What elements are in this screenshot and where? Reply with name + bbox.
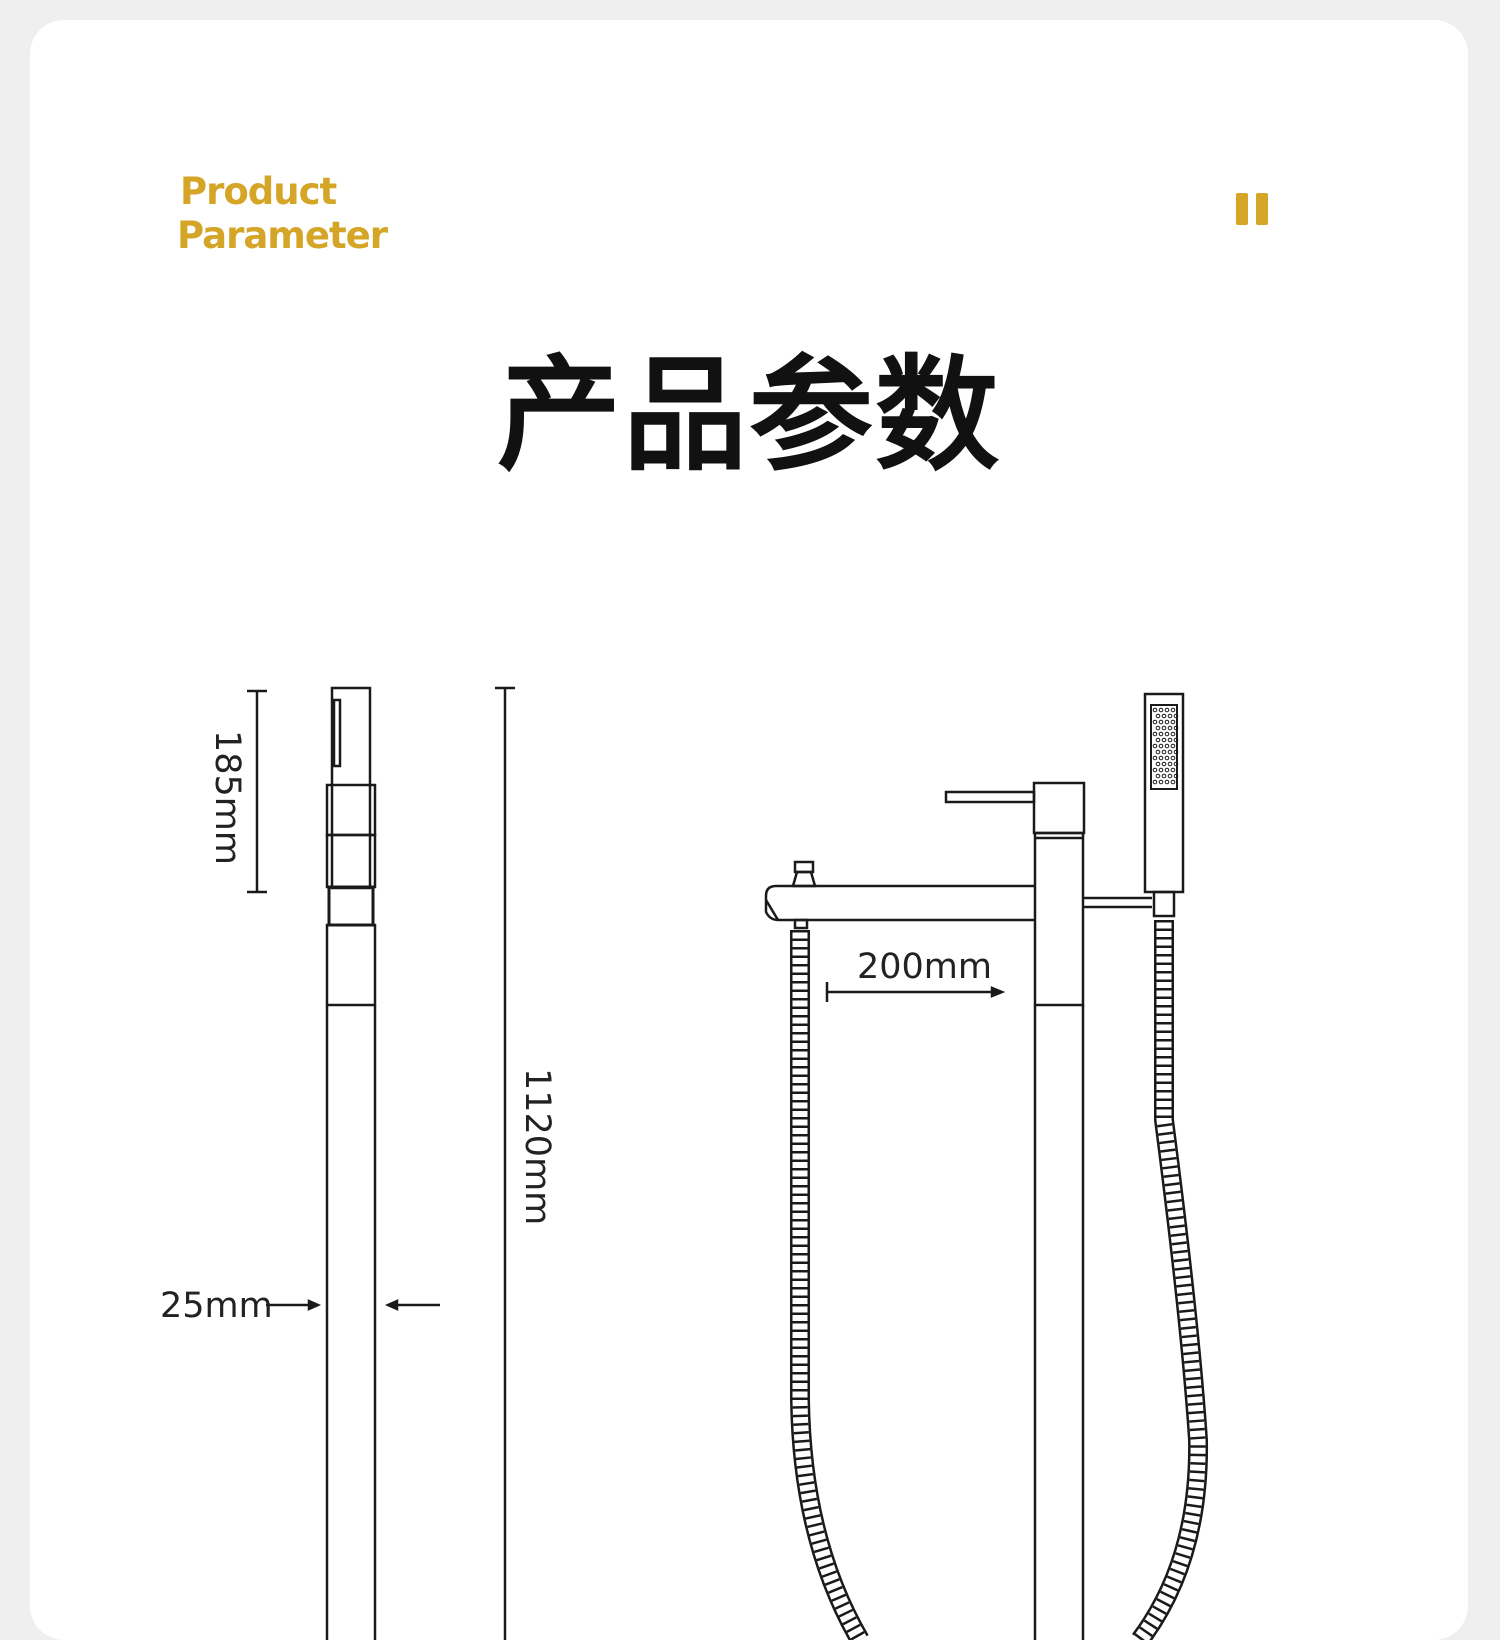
section-heading-english: Product Parameter: [177, 170, 388, 258]
shower-nozzle: [1173, 737, 1179, 743]
shower-nozzle: [1173, 725, 1179, 731]
shower-nozzle: [1170, 755, 1176, 761]
shower-nozzle: [1152, 719, 1158, 725]
shower-nozzle: [1152, 731, 1158, 737]
heading-word-product: Product: [180, 170, 337, 213]
shower-nozzle: [1170, 719, 1176, 725]
shower-nozzle: [1161, 761, 1167, 767]
dimension-pipe-diameter: [266, 1299, 440, 1311]
shower-nozzle: [1158, 719, 1164, 725]
shower-nozzle: [1152, 743, 1158, 749]
shower-nozzle: [1164, 731, 1170, 737]
shower-nozzle: [1158, 755, 1164, 761]
shower-nozzle: [1164, 779, 1170, 785]
shower-nozzle: [1164, 767, 1170, 773]
shower-nozzle: [1161, 725, 1167, 731]
shower-nozzle: [1167, 737, 1173, 743]
dimension-spout-reach: [825, 982, 1006, 1002]
faucet-dimension-drawing: 185mm 1120mm 25mm 200mm: [160, 686, 1209, 1640]
shower-nozzle: [1173, 761, 1179, 767]
column-upper: [1033, 831, 1085, 1007]
side-handle-body: [330, 686, 372, 890]
shower-nozzle: [1155, 737, 1161, 743]
diverter-knob-top: [793, 860, 815, 874]
hose-left-outline: [790, 930, 869, 1640]
shower-nozzle: [1170, 767, 1176, 773]
shower-nozzle: [1155, 761, 1161, 767]
shower-nozzle: [1152, 779, 1158, 785]
dimension-handle-height: [247, 689, 267, 894]
shower-nozzle: [1158, 743, 1164, 749]
shower-nozzle: [1170, 743, 1176, 749]
shower-nozzle: [1155, 713, 1161, 719]
pause-bar-left: [1236, 193, 1248, 225]
side-collar-base: [327, 885, 375, 927]
hand-shower-face: [1150, 704, 1178, 790]
shower-nozzle: [1155, 773, 1161, 779]
content-card: Product Parameter 产品参数: [30, 20, 1468, 1640]
shower-nozzle: [1173, 713, 1179, 719]
shower-nozzle: [1158, 767, 1164, 773]
pause-icon: [1236, 193, 1270, 225]
side-view: [325, 686, 377, 1640]
shower-nozzle: [1158, 707, 1164, 713]
shower-nozzle: [1158, 779, 1164, 785]
shower-nozzle: [1161, 737, 1167, 743]
shower-nozzle: [1173, 773, 1179, 779]
shower-nozzle-grid: [1152, 707, 1179, 785]
shower-nozzle: [1161, 749, 1167, 755]
section-heading-chinese: 产品参数: [496, 344, 1001, 488]
lever-head: [1032, 781, 1086, 835]
shower-nozzle: [1170, 731, 1176, 737]
shower-nozzle: [1167, 761, 1173, 767]
shower-nozzle: [1164, 755, 1170, 761]
label-total-height: 1120mm: [517, 1068, 557, 1225]
shower-nozzle: [1164, 743, 1170, 749]
shower-nozzle: [1152, 707, 1158, 713]
shower-nozzle: [1152, 767, 1158, 773]
spout: [764, 884, 1035, 922]
shower-nozzle: [1170, 779, 1176, 785]
side-pipe-upper: [325, 923, 377, 1007]
hand-shower-connector: [1152, 890, 1176, 918]
lever-arm: [944, 790, 1036, 804]
dimension-total-height: [495, 686, 515, 1640]
diverter-knob-base: [791, 870, 817, 888]
front-view: [764, 692, 1185, 1640]
shower-nozzle: [1173, 749, 1179, 755]
shower-nozzle: [1158, 731, 1164, 737]
shower-nozzle: [1170, 707, 1176, 713]
shower-nozzle: [1161, 773, 1167, 779]
shower-nozzle: [1164, 719, 1170, 725]
shower-nozzle: [1164, 707, 1170, 713]
label-handle-height: 185mm: [207, 730, 247, 865]
shower-nozzle: [1152, 755, 1158, 761]
shower-nozzle: [1167, 725, 1173, 731]
shower-nozzle: [1167, 773, 1173, 779]
label-pipe-diameter: 25mm: [160, 1286, 273, 1326]
side-handle-slot: [332, 698, 342, 768]
shower-nozzle: [1155, 749, 1161, 755]
heading-word-parameter: Parameter: [177, 214, 388, 257]
shower-nozzle: [1155, 725, 1161, 731]
shower-nozzle: [1161, 713, 1167, 719]
side-collar-lower: [325, 833, 377, 889]
label-spout-reach: 200mm: [857, 947, 992, 987]
shower-nozzle: [1167, 713, 1173, 719]
pause-bar-right: [1256, 193, 1268, 225]
side-collar-upper: [325, 783, 377, 837]
shower-nozzle: [1167, 749, 1173, 755]
